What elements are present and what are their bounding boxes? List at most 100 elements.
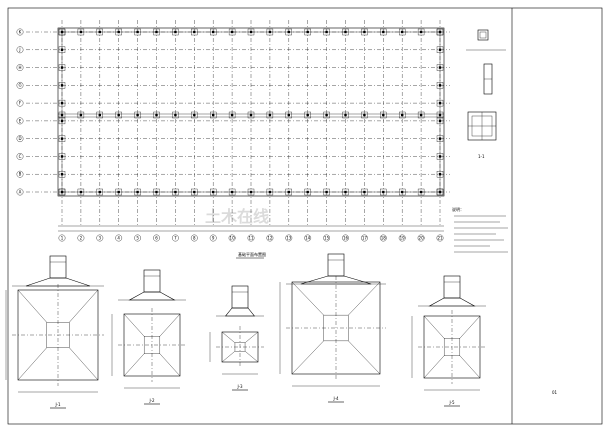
column-stub — [438, 84, 442, 87]
footing-pad — [285, 28, 292, 36]
watermark: 土木在线 — [205, 207, 269, 226]
column-stub — [98, 113, 101, 117]
axis-bubble-label: 9 — [212, 235, 215, 240]
footing-pad — [361, 111, 368, 119]
column-stub — [98, 30, 101, 34]
footing-pad — [58, 188, 66, 196]
axis-bubble-1: 1 — [58, 234, 66, 242]
column-stub — [363, 113, 366, 117]
axis-bubble-label: 7 — [174, 235, 177, 240]
axis-bubble-16: 16 — [342, 234, 349, 242]
column-stub — [212, 113, 215, 117]
footing-pad — [436, 28, 444, 36]
axis-bubble-circle — [266, 234, 274, 242]
footing-pad — [285, 188, 292, 196]
footing-pad — [115, 111, 122, 119]
sheet-number: 01 — [552, 390, 558, 395]
axis-bubble-circle — [285, 234, 293, 242]
footing-pad — [417, 188, 425, 196]
footing-pad — [436, 82, 444, 89]
footing-pad — [361, 28, 368, 36]
footing-ridge — [159, 353, 181, 377]
column-stub — [363, 30, 366, 34]
footing-pad — [172, 111, 179, 119]
footing-pad — [436, 46, 444, 53]
column-stub — [382, 30, 385, 34]
column-stub — [382, 190, 385, 194]
axis-bubble-7: 7 — [172, 234, 179, 242]
axis-bubble-K: K — [16, 28, 24, 36]
footing-pad — [58, 99, 66, 107]
axis-bubble-label: 18 — [381, 235, 387, 240]
axis-bubble-label: 19 — [400, 235, 406, 240]
footing-pad — [153, 188, 160, 196]
footing-ridge — [221, 331, 236, 343]
axis-bubble-circle — [16, 81, 24, 89]
axis-bubble-label: A — [19, 189, 22, 194]
axis-bubble-label: 10 — [230, 235, 236, 240]
axis-bubble-14: 14 — [304, 234, 312, 242]
footing-sections: J-1J-2J-3J-4J-5 — [5, 253, 486, 409]
column-stub — [230, 113, 234, 117]
section-label: J-3 — [236, 384, 242, 389]
axis-bubble-label: 3 — [99, 235, 102, 240]
column-stub — [79, 30, 83, 34]
footing-ridge — [423, 355, 445, 379]
footing-pad — [210, 28, 217, 36]
footing-pad — [266, 28, 274, 36]
column-stub — [60, 30, 64, 34]
column-stub — [419, 30, 423, 34]
pedestal — [49, 255, 67, 279]
footing-section-J-4: J-4 — [279, 253, 386, 403]
axis-bubble-label: 20 — [419, 235, 425, 240]
axis-bubble-circle — [153, 234, 160, 242]
axis-bubble-circle — [115, 234, 123, 242]
footing-pad — [436, 188, 444, 196]
footing-pad — [191, 188, 198, 196]
axis-bubble-6: 6 — [153, 234, 160, 242]
axis-bubble-label: 14 — [305, 235, 311, 240]
footing-pad — [304, 188, 311, 196]
footing-ridge — [69, 289, 99, 323]
column-stub — [268, 190, 272, 194]
column-stub — [438, 101, 442, 105]
column-stub — [193, 190, 196, 194]
axis-bubble-20: 20 — [417, 234, 425, 242]
footing-pad — [115, 28, 122, 36]
footing-ridge — [459, 315, 481, 339]
plan-caption: 基础平面布置图 — [238, 251, 266, 257]
column-stub — [174, 113, 177, 117]
footing-pad — [304, 28, 311, 36]
axis-bubble-label: 2 — [80, 235, 83, 240]
axis-bubble-circle — [361, 234, 368, 242]
footing-pad — [399, 28, 406, 36]
footing-pad — [58, 117, 66, 125]
footing-pad — [58, 28, 66, 36]
footing-ridge — [17, 347, 47, 381]
axis-bubble-circle — [96, 234, 104, 242]
axis-bubble-19: 19 — [398, 234, 406, 242]
footing-pad — [323, 188, 330, 196]
column-stub — [438, 48, 442, 51]
axis-bubble-label: 21 — [437, 235, 443, 240]
footing-ridge — [17, 289, 47, 323]
column-stub — [117, 113, 120, 117]
axis-bubble-circle — [16, 99, 24, 107]
section-label: J-4 — [332, 396, 338, 401]
section-label: J-2 — [148, 398, 154, 403]
footing-pad — [380, 111, 387, 119]
footing-ridge — [291, 340, 324, 375]
column-stub — [306, 190, 309, 194]
footing-pad — [210, 111, 217, 119]
axis-bubble-21: 21 — [436, 234, 444, 242]
footing-section-J-5: J-5 — [411, 275, 486, 407]
column-stub — [438, 137, 442, 140]
axis-bubble-18: 18 — [379, 234, 387, 242]
column-stub — [325, 113, 328, 117]
footing-ridge — [423, 315, 445, 339]
footing-pad — [417, 28, 425, 36]
column-details: 1-1 — [466, 29, 506, 159]
column-stub — [230, 190, 234, 194]
footing-pad — [247, 111, 255, 119]
